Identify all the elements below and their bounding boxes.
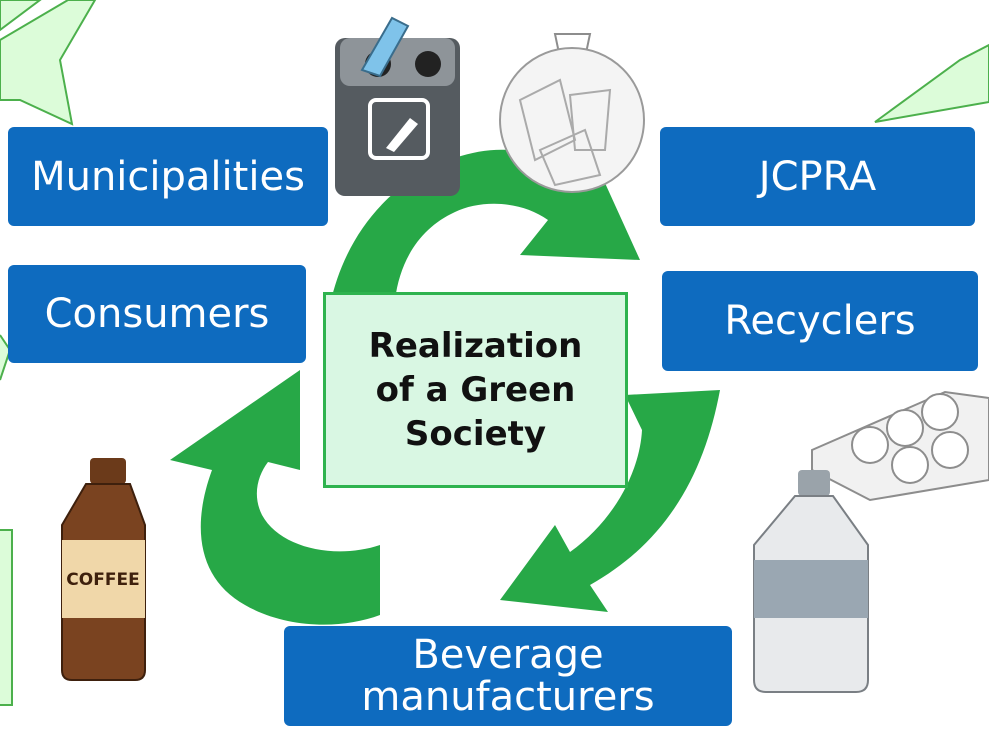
coffee-bottle-illustration: COFFEE	[61, 458, 146, 681]
recyclers-box: Recyclers	[662, 271, 978, 371]
recycle-arrow-right	[500, 390, 720, 612]
speech-bubble-bottom-left	[0, 529, 13, 706]
center-line-1: Realization	[368, 325, 583, 366]
municipalities-box: Municipalities	[8, 127, 328, 226]
recycling-bin-illustration	[335, 16, 460, 196]
center-line-3: Society	[404, 414, 547, 455]
consumers-label: Consumers	[44, 291, 270, 337]
egg-carton-illustration	[811, 390, 989, 502]
recyclers-label: Recyclers	[724, 298, 916, 344]
beverage-label-line2: manufacturers	[361, 674, 655, 720]
beverage-label-line1: Beverage	[412, 632, 604, 678]
municipalities-label: Municipalities	[31, 153, 305, 200]
consumers-box: Consumers	[8, 265, 306, 363]
pet-bottle-illustration	[753, 470, 869, 693]
recycle-arrow-left	[170, 370, 380, 625]
jcpra-label: JCPRA	[758, 153, 877, 200]
jcpra-box: JCPRA	[660, 127, 975, 226]
coffee-label: COFFEE	[66, 570, 139, 590]
beverage-manufacturers-box: Beverage manufacturers	[284, 626, 732, 726]
bottle-bag-illustration	[499, 33, 645, 193]
center-line-2: of a Green	[375, 369, 576, 410]
speech-bubble-left	[0, 0, 97, 126]
green-society-box: Realization of a Green Society	[323, 292, 628, 488]
speech-bubble-right	[874, 43, 989, 123]
